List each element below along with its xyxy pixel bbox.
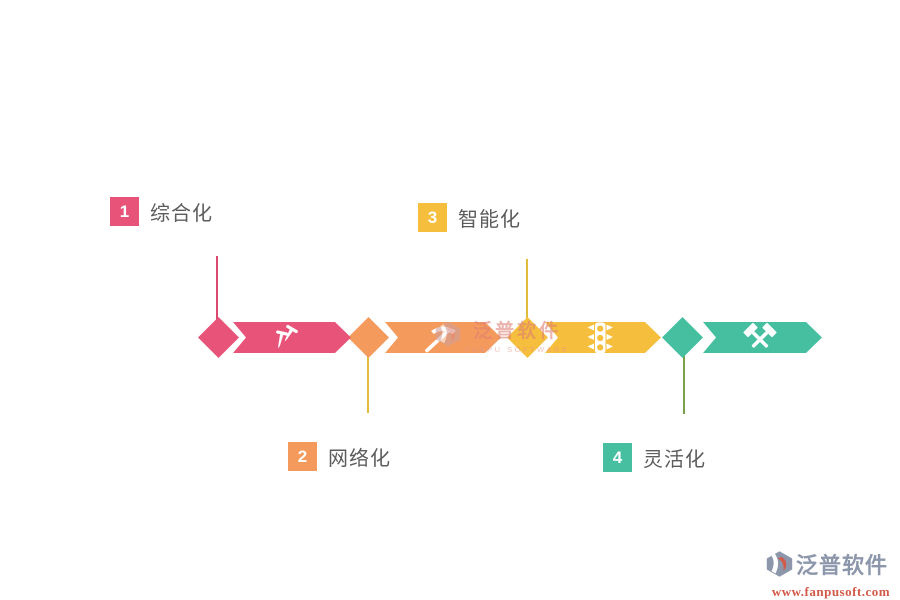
step-4-label-text: 灵活化: [643, 449, 706, 471]
brand-logo: 泛普软件 www.fanpusoft.com: [766, 549, 896, 600]
step-1-label-text: 综合化: [150, 203, 213, 225]
step-1-arrow: [233, 322, 351, 353]
step-2-connector-line: [367, 352, 369, 413]
step-3-number-badge: 3: [418, 203, 447, 232]
step-3-label: 3 智能化: [418, 203, 521, 232]
step-2-number-badge: 2: [288, 442, 317, 471]
step-2-arrow: [385, 322, 501, 353]
traffic-light-icon: [589, 322, 617, 354]
step-1-label: 1 综合化: [110, 197, 213, 226]
step-3-diamond: [506, 316, 549, 359]
crossed-hammers-icon: [746, 323, 780, 353]
step-1-number-badge: 1: [110, 197, 139, 226]
step-1-diamond: [197, 316, 240, 359]
step-3-arrow: [545, 322, 661, 353]
step-3-connector-line: [526, 259, 528, 322]
step-4-connector-line: [683, 352, 685, 414]
nails-icon: [275, 323, 309, 353]
step-2-diamond: [347, 316, 390, 359]
step-4-arrow: [703, 322, 822, 353]
step-3-label-text: 智能化: [458, 209, 521, 231]
brand-name: 泛普软件: [796, 553, 889, 579]
step-2-label: 2 网络化: [288, 442, 391, 471]
step-1-connector-line: [216, 256, 218, 322]
step-2-label-text: 网络化: [328, 448, 391, 470]
fanpu-logo-icon: [766, 549, 793, 584]
step-4-number-badge: 4: [603, 443, 632, 472]
pickaxe-icon: [426, 323, 460, 353]
brand-website: www.fanpusoft.com: [771, 584, 891, 599]
step-4-label: 4 灵活化: [603, 443, 706, 472]
step-4-diamond: [661, 316, 704, 359]
